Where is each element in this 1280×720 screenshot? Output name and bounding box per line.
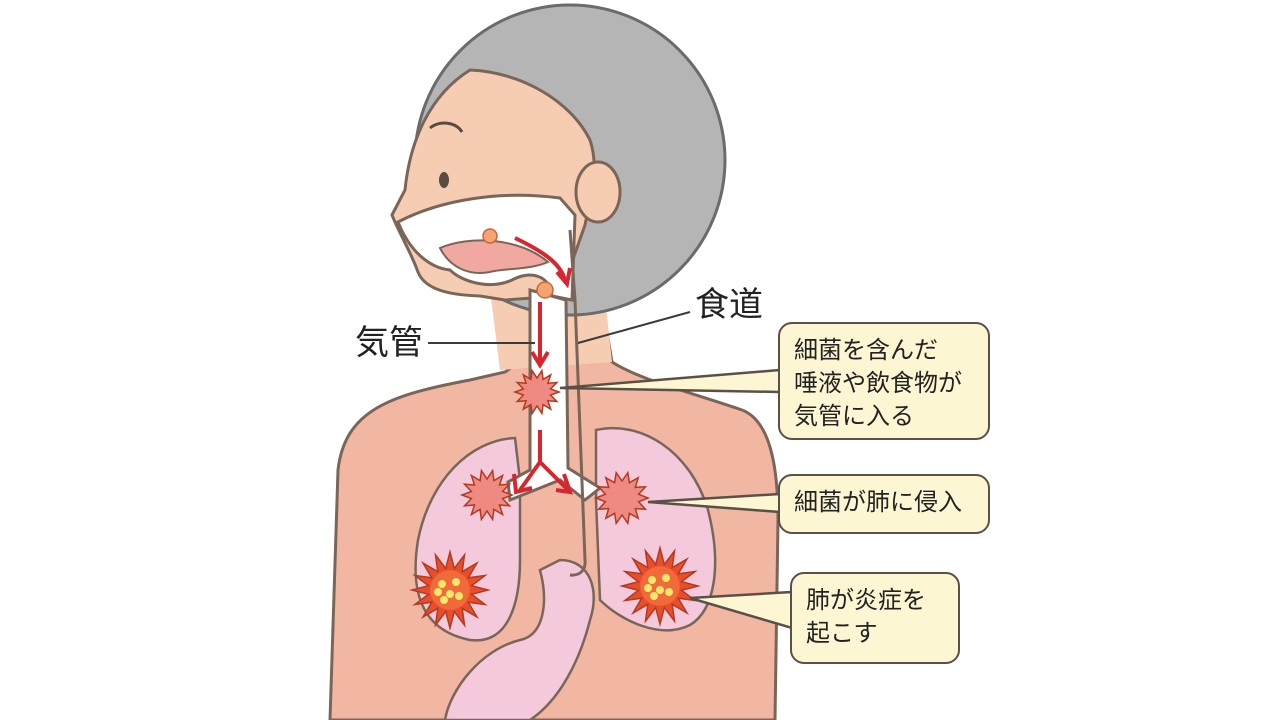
bacteria-layer [409,368,701,631]
esophagus-tube [568,229,587,577]
trachea-label: 気管 [355,323,423,363]
eye [439,172,449,188]
eyebrow [429,121,464,133]
callout-line: 細菌を含んだ [794,336,938,364]
callout-line: 細菌が肺に侵入 [794,488,962,516]
saliva-droplet [536,281,554,299]
callout-line: 起こす [806,619,878,647]
callout-invasion: 細菌が肺に侵入 [778,474,990,534]
callout-aspiration: 細菌を含んだ 唾液や飲食物が 気管に入る [778,322,990,440]
bacteria-icon [459,468,515,522]
stomach [443,558,595,720]
saliva-droplet [482,228,498,244]
callout-line: 気管に入る [794,402,914,430]
bacteria-icon [512,368,562,416]
inflammation-icon [619,545,701,627]
callout-line: 肺が炎症を [806,586,926,614]
bacteria-icon [593,470,651,526]
esophagus-label: 食道 [695,285,763,325]
leader-lines [428,311,691,344]
callout-inflammation: 肺が炎症を 起こす [790,572,960,664]
ear [574,160,622,224]
inflammation-icon [409,549,491,631]
callout-line: 唾液や飲食物が [794,369,962,397]
flow-arrow [512,236,573,495]
